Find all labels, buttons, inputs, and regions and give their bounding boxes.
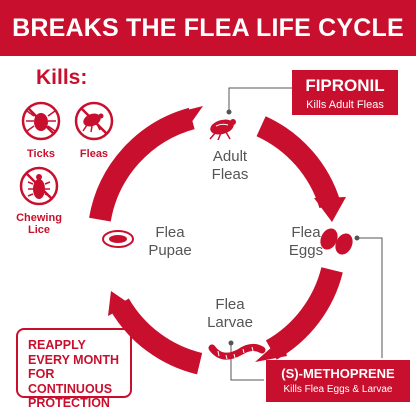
arrow-head-eggs [314, 197, 346, 222]
stage-eggs-line1: Flea [291, 224, 321, 241]
stage-pupae-line2: Pupae [148, 242, 192, 259]
reapply-notice: REAPPLY EVERY MONTH FOR CONTINUOUS PROTE… [16, 328, 132, 410]
flea-eggs-icon [320, 228, 353, 255]
kills-label-fleas: Fleas [79, 148, 109, 160]
cycle-arc-top-right [256, 116, 341, 209]
fipronil-name: FIPRONIL [305, 76, 385, 95]
flea-crossed-icon [74, 101, 114, 141]
methoprene-egg-connector [357, 237, 383, 358]
arrow-head-larvae [255, 338, 287, 362]
kills-label-chewing-lice: Chewing Lice [16, 212, 62, 236]
flea-larvae-icon [208, 343, 266, 360]
stage-flea-eggs: Flea Eggs [276, 224, 336, 260]
cycle-arc-bottom-left [109, 298, 203, 375]
methoprene-desc: Kills Flea Eggs & Larvae [283, 384, 393, 395]
methoprene-tag: (S)-METHOPRENE Kills Flea Eggs & Larvae [266, 360, 410, 402]
stage-pupae-line1: Flea [155, 224, 185, 241]
stage-flea-larvae: Flea Larvae [200, 296, 260, 332]
flea-pupae-icon [102, 230, 134, 248]
arrow-head-adult [179, 106, 203, 133]
fipronil-connector [228, 87, 292, 112]
connector-dot [228, 340, 234, 346]
stage-adult-line2: Fleas [211, 166, 249, 183]
stage-adult-fleas: Adult Fleas [200, 148, 260, 184]
connector-dot [354, 235, 360, 241]
connector-dot [226, 109, 232, 115]
stage-adult-line1: Adult [212, 148, 248, 165]
stage-larvae-line1: Flea [215, 296, 245, 313]
kills-label-ticks: Ticks [27, 148, 55, 160]
arrow-head-pupae [108, 291, 130, 316]
adult-flea-icon [209, 119, 236, 141]
stage-larvae-line2: Larvae [207, 314, 253, 331]
fipronil-tag: FIPRONIL Kills Adult Fleas [292, 70, 398, 115]
stage-eggs-line2: Eggs [288, 242, 324, 259]
stage-flea-pupae: Flea Pupae [138, 224, 202, 260]
cycle-arc-bottom-right [265, 266, 343, 360]
kills-title: Kills: [36, 66, 88, 89]
fipronil-desc: Kills Adult Fleas [306, 99, 384, 111]
lice-crossed-icon [19, 166, 59, 206]
page-title: BREAKS THE FLEA LIFE CYCLE [0, 0, 416, 56]
tick-crossed-icon [21, 101, 61, 141]
cycle-arc-top-left [89, 107, 195, 222]
methoprene-name: (S)-METHOPRENE [281, 366, 395, 381]
